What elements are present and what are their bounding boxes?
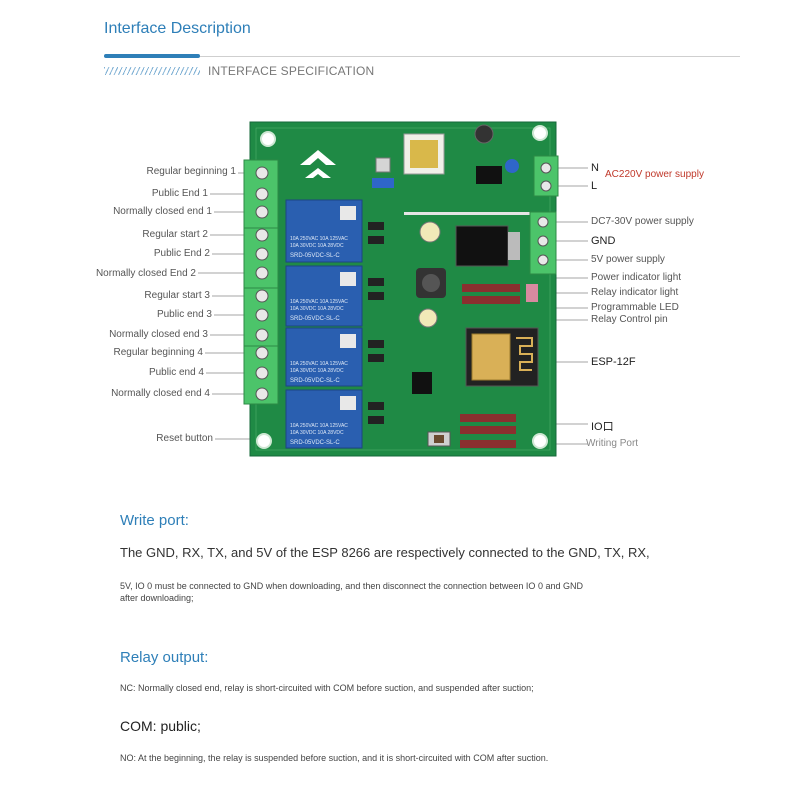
io-header bbox=[460, 414, 516, 448]
capacitor-top bbox=[474, 124, 494, 144]
relay-3-rating-dc: 10A 30VDC 10A 28VDC bbox=[290, 368, 344, 374]
label-regular-beginning-1: Regular beginning 1 bbox=[146, 166, 236, 177]
header-hatch-decoration bbox=[104, 67, 200, 75]
label-regular-start-3: Regular start 3 bbox=[144, 290, 210, 301]
ldo-regulator bbox=[412, 372, 432, 394]
ceramic-capacitor bbox=[505, 159, 519, 173]
label-regular-beginning-4: Regular beginning 4 bbox=[113, 347, 203, 358]
relay-2-rating: 10A 250VAC 10A 125VAC bbox=[290, 299, 348, 305]
relay-driver-components bbox=[368, 222, 384, 424]
relay-output-title: Relay output: bbox=[120, 649, 209, 666]
relay-2-model: SRD-05VDC-SL-C bbox=[290, 316, 340, 322]
label-dc-supply: DC7-30V power supply bbox=[591, 216, 694, 227]
label-l: L bbox=[591, 180, 598, 192]
relay-3-model: SRD-05VDC-SL-C bbox=[290, 378, 340, 384]
label-ac220v: AC220V power supply bbox=[605, 169, 704, 180]
label-io: IO口 bbox=[591, 421, 614, 433]
relay-3 bbox=[285, 327, 363, 387]
label-n: N bbox=[591, 162, 599, 174]
ac-terminal-block bbox=[533, 155, 559, 197]
silkscreen-line bbox=[404, 212, 554, 215]
label-power-indicator: Power indicator light bbox=[591, 272, 682, 283]
label-public-end-3: Public end 3 bbox=[156, 309, 212, 320]
header-divider bbox=[104, 56, 740, 57]
label-public-end-4: Public end 4 bbox=[148, 367, 204, 378]
label-esp12f: ESP-12F bbox=[591, 356, 636, 368]
mounting-holes bbox=[256, 125, 548, 449]
relay-output-com: COM: public; bbox=[120, 718, 201, 734]
relay-3-rating: 10A 250VAC 10A 125VAC bbox=[290, 361, 348, 367]
label-regular-start-2: Regular start 2 bbox=[142, 229, 208, 240]
label-normally-closed-4: Normally closed end 4 bbox=[111, 388, 210, 399]
dc-terminal-block bbox=[529, 211, 557, 275]
relay-4-rating-dc: 10A 30VDC 10A 28VDC bbox=[290, 430, 344, 436]
write-port-line-2: 5V, IO 0 must be connected to GND when d… bbox=[120, 581, 583, 591]
board-logo bbox=[300, 150, 336, 178]
relay-1 bbox=[285, 199, 363, 263]
capacitor-mid bbox=[419, 221, 441, 243]
label-5v-supply: 5V power supply bbox=[591, 254, 665, 265]
capacitor-low bbox=[418, 308, 438, 328]
relay-control-header bbox=[462, 284, 538, 304]
voltage-regulator bbox=[455, 225, 509, 267]
label-gnd: GND bbox=[591, 235, 616, 247]
label-public-end-1: Public End 1 bbox=[151, 188, 208, 199]
relay-output-no: NO: At the beginning, the relay is suspe… bbox=[120, 753, 549, 763]
relay-4-rating: 10A 250VAC 10A 125VAC bbox=[290, 423, 348, 429]
label-public-end-2: Public End 2 bbox=[153, 248, 210, 259]
label-normally-closed-3: Normally closed end 3 bbox=[109, 329, 208, 340]
relay-4-model: SRD-05VDC-SL-C bbox=[290, 440, 340, 446]
relay-1-rating-dc: 10A 30VDC 10A 28VDC bbox=[290, 243, 344, 249]
header-accent-bar bbox=[104, 54, 200, 58]
fuse bbox=[372, 178, 394, 188]
label-normally-closed-2: Normally closed End 2 bbox=[95, 268, 196, 279]
page-title: Interface Description bbox=[104, 20, 251, 37]
relay-2 bbox=[285, 265, 363, 327]
rectifier bbox=[476, 166, 502, 184]
relay-1-model: SRD-05VDC-SL-C bbox=[290, 253, 340, 259]
board-diagram: 10A 250VAC 10A 125VAC 10A 30VDC 10A 28VD… bbox=[198, 121, 588, 457]
relay-output-nc: NC: Normally closed end, relay is short-… bbox=[120, 683, 534, 693]
left-terminal-blocks bbox=[243, 159, 279, 405]
write-port-line-1: The GND, RX, TX, and 5V of the ESP 8266 … bbox=[120, 545, 650, 560]
label-relay-control-pin: Relay Control pin bbox=[591, 314, 668, 325]
write-port-line-3: after downloading; bbox=[120, 593, 194, 603]
write-port-title: Write port: bbox=[120, 512, 189, 529]
label-relay-indicator: Relay indicator light bbox=[591, 287, 679, 298]
section-subtitle: INTERFACE SPECIFICATION bbox=[208, 64, 375, 78]
label-normally-closed-1: Normally closed end 1 bbox=[113, 206, 212, 217]
label-writing-port: Writing Port bbox=[586, 438, 639, 449]
label-reset-button: Reset button bbox=[156, 433, 213, 444]
label-programmable-led: Programmable LED bbox=[591, 302, 679, 313]
relay-markings: 10A 250VAC 10A 125VAC 10A 30VDC 10A 28VD… bbox=[290, 236, 348, 446]
relay-4 bbox=[285, 389, 363, 449]
relay-1-rating: 10A 250VAC 10A 125VAC bbox=[290, 236, 348, 242]
relay-2-rating-dc: 10A 30VDC 10A 28VDC bbox=[290, 306, 344, 312]
